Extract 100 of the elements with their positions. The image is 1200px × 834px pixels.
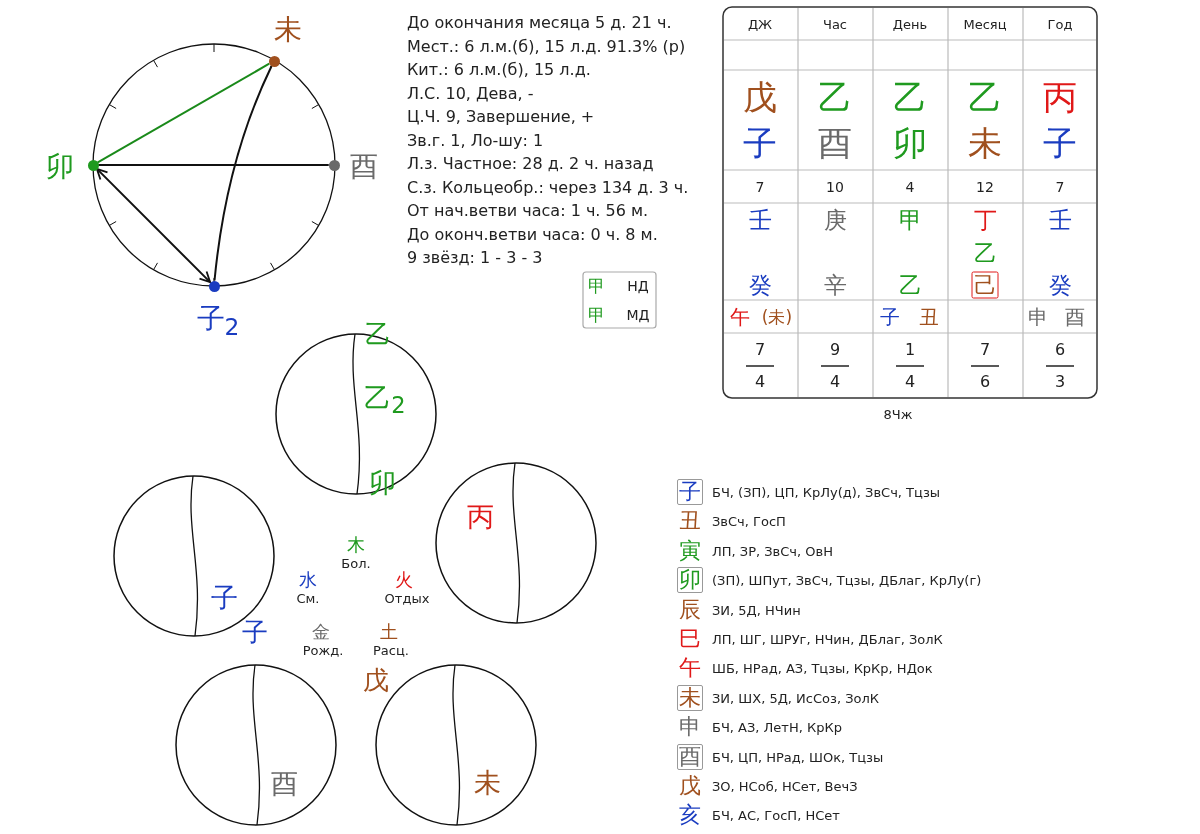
annotation-text: ЛП, ЗР, ЗвСч, ОвН — [712, 544, 833, 558]
chinese-character: 癸 — [748, 273, 772, 297]
annotation-text: БЧ, АЗ, ЛетН, КрКр — [712, 720, 842, 734]
connector-line — [213, 64, 273, 282]
info-line: Зв.г. 1, Ло-шу: 1 — [407, 132, 544, 149]
chinese-character: 子 — [743, 126, 777, 160]
chinese-character: 乙$_{2}$ — [364, 383, 406, 417]
info-line: Л.С. 10, Дева, - — [407, 85, 534, 102]
chinese-character: 丑 — [679, 510, 701, 533]
fraction-number: 7 — [979, 342, 991, 358]
column-header: Месяц — [963, 17, 1007, 31]
divided-circle — [435, 462, 597, 624]
chinese-character: 卯 — [893, 126, 927, 160]
chinese-character: 午 — [730, 307, 750, 327]
branch-label: 子$_{2}$ — [196, 305, 240, 339]
column-header: Год — [1047, 17, 1073, 31]
info-line: До оконч.ветви часа: 0 ч. 8 м. — [407, 226, 658, 243]
element-character: 木 — [347, 536, 365, 554]
info-line: С.з. Кольцеобр.: через 134 д. 3 ч. — [407, 179, 689, 196]
chinese-character: 寅 — [679, 539, 701, 562]
boxed-character: 未 — [677, 684, 703, 711]
chinese-character: 亥 — [679, 804, 701, 827]
info-line: Мест.: 6 л.м.(б), 15 л.д. 91.3% (р) — [407, 38, 686, 55]
chinese-character: 酉 — [818, 126, 852, 160]
info-line: До окончания месяца 5 д. 21 ч. — [407, 15, 672, 31]
connector-line — [96, 62, 271, 164]
chinese-character: 癸 — [1048, 273, 1072, 297]
element-character: 土 — [380, 623, 398, 641]
divided-circle — [175, 664, 337, 826]
chinese-character: 丁 — [973, 208, 997, 232]
annotation-text: БЧ, (ЗП), ЦП, КрЛу(д), ЗвСч, Тцзы — [712, 485, 941, 499]
element-label: Рожд. — [302, 643, 344, 657]
chinese-character: 丑 — [919, 307, 939, 327]
chinese-character: 庚 — [823, 208, 847, 232]
chinese-character: (未) — [761, 308, 793, 326]
chinese-character: 子 — [1043, 126, 1077, 160]
point-dot — [87, 159, 99, 171]
chinese-character: 乙 — [898, 273, 922, 297]
annotation-text: (ЗП), ШПут, ЗвСч, Тцзы, ДБлаг, КрЛу(г) — [712, 573, 982, 587]
element-character: 金 — [312, 623, 330, 641]
fraction-number: 4 — [754, 374, 766, 390]
branch-label: 酉 — [350, 153, 378, 181]
info-line: Л.з. Частное: 28 д. 2 ч. назад — [407, 156, 654, 172]
annotation-text: ЗО, НСоб, НСет, ВечЗ — [712, 779, 858, 793]
chinese-character: 乙 — [818, 80, 852, 114]
info-line: Ц.Ч. 9, Завершение, + — [407, 109, 595, 125]
chinese-character: 丙 — [466, 502, 494, 530]
chinese-character: 酉 — [270, 769, 298, 797]
cell-number: 4 — [905, 180, 915, 194]
chinese-character: 卯 — [368, 468, 396, 496]
annotation-text: БЧ, АС, ГосП, НСет — [712, 808, 840, 822]
chinese-character: 乙 — [973, 241, 997, 265]
boxed-character: 酉 — [677, 743, 703, 770]
chinese-character: 辰 — [679, 598, 701, 621]
annotation-text: ЗИ, 5Д, НЧин — [712, 603, 801, 617]
key-label: МД — [626, 308, 650, 322]
chinese-character: 戊 — [679, 775, 701, 797]
info-line: 9 звёзд: 1 - 3 - 3 — [407, 250, 543, 266]
annotation-text: ШБ, НРад, АЗ, Тцзы, КрКр, НДок — [712, 661, 933, 675]
boxed-character: 卯 — [677, 567, 703, 594]
chinese-character: 甲 — [587, 277, 605, 295]
info-line: Кит.: 6 л.м.(б), 15 л.д. — [407, 62, 591, 78]
fraction-number: 6 — [979, 374, 991, 390]
element-label: Бол. — [341, 556, 371, 570]
chinese-character: 丙 — [1043, 80, 1077, 114]
chinese-character: 甲 — [898, 208, 922, 232]
chinese-character: 乙 — [893, 80, 927, 114]
element-character: 水 — [299, 571, 317, 589]
point-dot — [328, 159, 340, 171]
point-dot — [268, 55, 280, 67]
column-header: ДЖ — [747, 17, 773, 31]
annotation-text: БЧ, ЦП, НРад, ШОк, Тцзы — [712, 750, 884, 764]
fraction-number: 4 — [904, 374, 916, 390]
chinese-character: 壬 — [748, 208, 772, 232]
chinese-character: 戊 — [363, 667, 389, 693]
element-character: 火 — [395, 571, 413, 589]
key-label: НД — [627, 279, 649, 293]
annotation-text: ЛП, ШГ, ШРУг, НЧин, ДБлаг, ЗолК — [712, 632, 943, 646]
chinese-character: 申 — [1028, 307, 1048, 327]
chinese-character: 辛 — [823, 273, 847, 297]
chinese-character: 子 — [880, 307, 900, 327]
chinese-character: 子 — [242, 619, 268, 645]
info-line: От нач.ветви часа: 1 ч. 56 м. — [407, 203, 649, 219]
element-label: Расц. — [373, 643, 409, 657]
chinese-character: 未 — [473, 768, 501, 796]
arrow — [95, 167, 212, 284]
annotation-text: ЗИ, ШХ, 5Д, ИсСоз, ЗолК — [712, 691, 879, 705]
cell-number: 12 — [976, 180, 994, 194]
annotation-text: ЗвСч, ГосП — [712, 514, 786, 528]
fraction-number: 9 — [829, 342, 841, 358]
fraction-number: 1 — [904, 342, 916, 358]
branch-label: 卯 — [46, 153, 74, 181]
chinese-character: 乙 — [968, 80, 1002, 114]
fraction-number: 3 — [1054, 374, 1066, 390]
chinese-character: 戊 — [743, 80, 777, 114]
connector-line — [97, 164, 330, 166]
element-label: Отдых — [384, 591, 430, 605]
cell-number: 7 — [1055, 180, 1065, 194]
chinese-character: 子 — [210, 583, 238, 611]
cell-number: 7 — [755, 180, 765, 194]
